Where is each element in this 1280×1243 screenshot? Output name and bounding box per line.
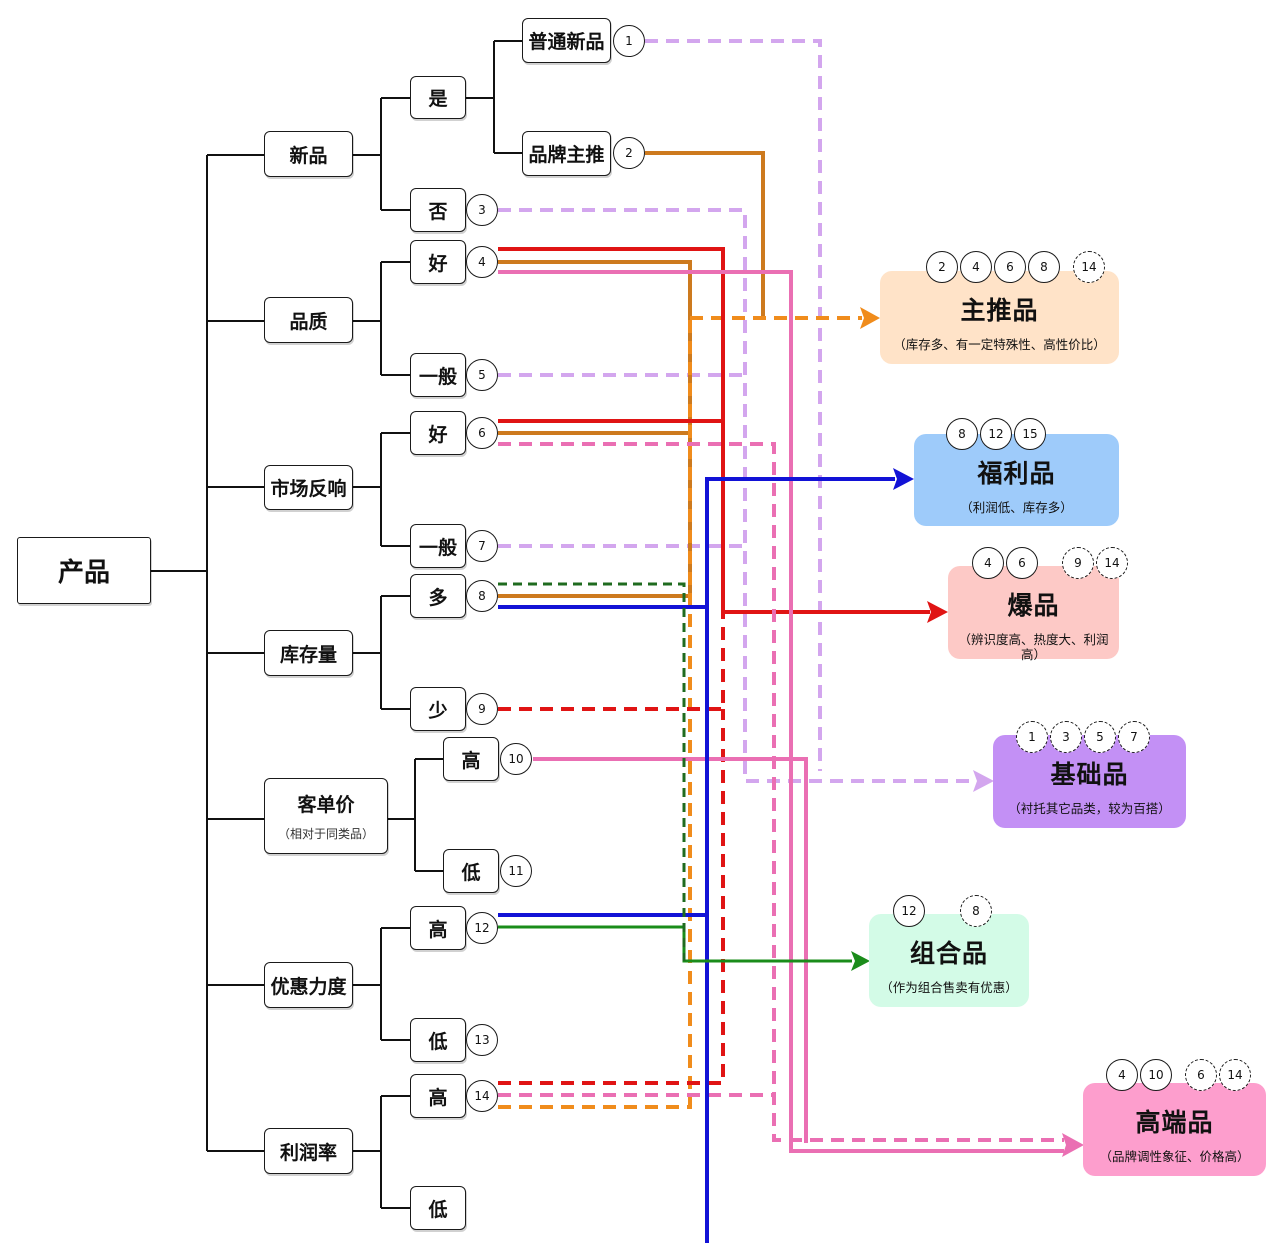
option-new-regular: 普通新品 — [522, 18, 611, 63]
flow-hot-dashed — [498, 612, 725, 1085]
arrowhead-welfare — [893, 468, 914, 490]
category-welfare-tag: 8 — [946, 418, 978, 450]
category-hot-tag: 6 — [1006, 547, 1038, 579]
category-basic-tag: 5 — [1084, 721, 1116, 753]
category-basic-tag: 1 — [1016, 721, 1048, 753]
arrowhead-premium — [1062, 1133, 1084, 1157]
arrowhead-basic — [973, 770, 994, 792]
number-badge-4: 4 — [466, 246, 498, 278]
tree-connectors — [150, 40, 522, 1209]
number-badge-9: 9 — [466, 693, 498, 725]
category-main-push-desc: （库存多、有一定特殊性、高性价比） — [893, 337, 1106, 352]
option-stock-few: 少 — [410, 687, 466, 731]
number-badge-11: 11 — [500, 855, 532, 887]
category-main-push-tag-dashed: 14 — [1073, 251, 1105, 283]
category-welfare-tag: 12 — [980, 418, 1012, 450]
option-profit-low: 低 — [410, 1186, 466, 1230]
option-new-no: 否 — [410, 188, 466, 232]
dimension-unit-price: 客单价 （相对于同类品） — [264, 778, 388, 854]
category-premium-tag: 10 — [1140, 1059, 1172, 1091]
number-badge-10: 10 — [500, 743, 532, 775]
category-hot: 爆品 （辨识度高、热度大、利润高） — [948, 566, 1119, 662]
category-welfare-desc: （利润低、库存多） — [960, 500, 1073, 515]
category-combo-desc: （作为组合售卖有优惠） — [880, 980, 1018, 995]
flow-to-basic — [498, 39, 978, 783]
option-discount-low: 低 — [410, 1018, 466, 1062]
flow-to-premium — [498, 270, 1064, 1153]
category-basic-tag: 7 — [1118, 721, 1150, 753]
option-market-good: 好 — [410, 411, 466, 455]
category-premium: 高端品 （品牌调性象征、价格高） — [1083, 1083, 1266, 1176]
arrowhead-combo — [851, 951, 870, 971]
flow-to-welfare — [498, 477, 895, 1243]
dimension-discount: 优惠力度 — [264, 962, 353, 1008]
root-node: 产品 — [17, 537, 151, 604]
dimension-quality: 品质 — [264, 297, 353, 343]
dimension-unit-price-note: （相对于同类品） — [277, 827, 374, 841]
category-premium-desc: （品牌调性象征、价格高） — [1099, 1149, 1250, 1164]
dimension-profit-rate: 利润率 — [264, 1128, 353, 1174]
category-basic-title: 基础品 — [1050, 760, 1129, 789]
option-new-brand: 品牌主推 — [522, 131, 611, 176]
category-hot-tag: 4 — [972, 547, 1004, 579]
category-premium-tag-dashed: 14 — [1219, 1059, 1251, 1091]
number-badge-3: 3 — [466, 194, 498, 226]
option-market-normal: 一般 — [410, 524, 466, 568]
arrowhead-hot — [927, 601, 948, 623]
category-combo-tag-dashed: 8 — [960, 895, 992, 927]
dimension-inventory: 库存量 — [264, 630, 353, 676]
number-badge-7: 7 — [466, 530, 498, 562]
option-price-low: 低 — [443, 849, 499, 893]
number-badge-12: 12 — [466, 912, 498, 944]
number-badge-6: 6 — [466, 417, 498, 449]
category-hot-title: 爆品 — [1007, 591, 1060, 620]
category-combo-title: 组合品 — [909, 939, 988, 968]
dimension-unit-price-label: 客单价 — [297, 794, 355, 816]
number-badge-13: 13 — [466, 1024, 498, 1056]
category-main-push-tag: 4 — [960, 251, 992, 283]
category-basic-desc: （衬托其它品类，较为百搭） — [1008, 801, 1171, 816]
arrowhead-main — [860, 307, 880, 329]
category-premium-title: 高端品 — [1135, 1108, 1214, 1137]
dimension-new-product: 新品 — [264, 131, 353, 177]
category-combo: 组合品 （作为组合售卖有优惠） — [869, 914, 1029, 1007]
category-welfare-title: 福利品 — [977, 459, 1056, 488]
number-badge-8: 8 — [466, 580, 498, 612]
category-hot-tag-dashed: 14 — [1096, 547, 1128, 579]
option-discount-high: 高 — [410, 906, 466, 950]
category-hot-tag-dashed: 9 — [1062, 547, 1094, 579]
option-stock-many: 多 — [410, 574, 466, 618]
option-quality-good: 好 — [410, 240, 466, 284]
flow-to-hot — [498, 247, 930, 614]
option-profit-high: 高 — [410, 1074, 466, 1118]
flow-main-dashed-14 — [498, 318, 692, 1109]
category-welfare-tag: 15 — [1014, 418, 1046, 450]
number-badge-1: 1 — [613, 25, 645, 57]
option-new-yes: 是 — [410, 76, 466, 119]
category-main-push-tag: 8 — [1028, 251, 1060, 283]
category-hot-desc: （辨识度高、热度大、利润高） — [958, 632, 1109, 662]
dimension-market-response: 市场反响 — [264, 465, 353, 510]
number-badge-14: 14 — [466, 1080, 498, 1112]
category-main-push: 主推品 （库存多、有一定特殊性、高性价比） — [880, 271, 1119, 364]
category-welfare: 福利品 （利润低、库存多） — [914, 434, 1119, 526]
flow-to-combo — [498, 582, 852, 963]
flow-premium-dashed — [498, 442, 1064, 1142]
option-price-high: 高 — [443, 737, 499, 781]
category-main-push-tag: 2 — [926, 251, 958, 283]
category-combo-tag: 12 — [893, 895, 925, 927]
category-premium-tag: 4 — [1106, 1059, 1138, 1091]
category-premium-tag-dashed: 6 — [1185, 1059, 1217, 1091]
number-badge-5: 5 — [466, 359, 498, 391]
category-main-push-title: 主推品 — [960, 296, 1039, 325]
flow-lines — [498, 39, 1064, 1243]
option-quality-normal: 一般 — [410, 353, 466, 397]
category-main-push-tag: 6 — [994, 251, 1026, 283]
category-basic-tag: 3 — [1050, 721, 1082, 753]
arrowheads — [851, 307, 1084, 1157]
number-badge-2: 2 — [613, 137, 645, 169]
